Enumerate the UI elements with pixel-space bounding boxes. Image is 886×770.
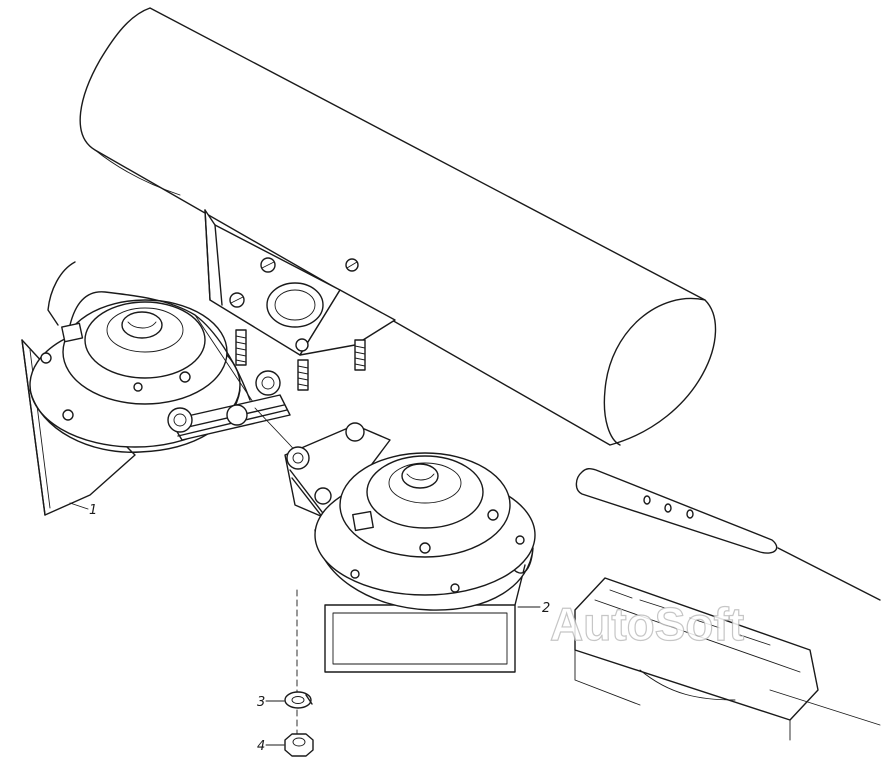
side-light bbox=[575, 467, 881, 601]
frame-cross-member bbox=[79, 7, 717, 446]
horn-1 bbox=[21, 261, 291, 516]
callout-labels: 1 2 3 4 bbox=[89, 503, 550, 754]
horn-2 bbox=[284, 422, 541, 673]
bumper-block bbox=[574, 577, 881, 741]
callout-2: 2 bbox=[542, 601, 550, 616]
callout-4: 4 bbox=[257, 739, 265, 754]
watermark: AutoSoft bbox=[550, 598, 744, 650]
threaded-stud bbox=[354, 339, 366, 371]
callout-1: 1 bbox=[89, 503, 97, 518]
threaded-stud bbox=[235, 329, 247, 366]
spring-washer bbox=[265, 691, 313, 709]
mounting-bracket bbox=[204, 209, 396, 391]
hex-nut bbox=[265, 733, 314, 757]
threaded-stud bbox=[297, 359, 309, 391]
callout-3: 3 bbox=[257, 695, 265, 710]
